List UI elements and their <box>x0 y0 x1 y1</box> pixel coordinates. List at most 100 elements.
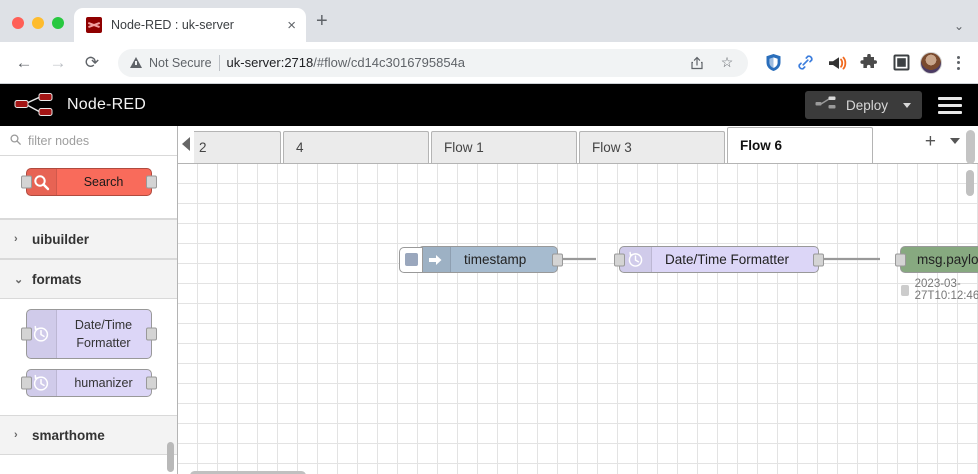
nodered-logo[interactable]: Node-RED <box>14 92 146 118</box>
wire-layer <box>530 257 880 261</box>
flow-node-label: msg.payload <box>917 252 978 267</box>
minimize-window-button[interactable] <box>32 17 44 29</box>
browser-toolbar: ← → ⟳ Not Secure uk-server:2718/#flow/cd… <box>0 42 978 84</box>
status-dot-icon <box>901 284 909 296</box>
palette-node-humanizer[interactable]: humanizer <box>20 369 157 398</box>
inject-trigger-button[interactable] <box>399 246 423 273</box>
flow-tab-4[interactable]: 4 <box>283 131 429 163</box>
filter-nodes-input[interactable]: filter nodes <box>0 126 177 156</box>
flow-tab-flow-6[interactable]: Flow 6 <box>727 127 873 163</box>
address-bar[interactable]: Not Secure uk-server:2718/#flow/cd14c301… <box>118 48 748 77</box>
canvas-horizontal-scrollbar[interactable] <box>190 471 306 474</box>
close-window-button[interactable] <box>12 17 24 29</box>
flow-tab-label: 2 <box>199 140 207 155</box>
flow-tab-label: 4 <box>296 140 304 155</box>
megaphone-icon[interactable] <box>824 50 850 76</box>
flow-canvas[interactable]: timestamp Date/Time Formatter msg.pa <box>178 164 978 474</box>
flow-node-label: Date/Time Formatter <box>665 252 790 267</box>
window-traffic-lights <box>8 17 74 42</box>
nodered-body: filter nodes Search › <box>0 126 978 474</box>
nodered-header: Node-RED Deploy <box>0 84 978 126</box>
nodered-brand-text: Node-RED <box>67 96 146 113</box>
flow-tab-flow-1[interactable]: Flow 1 <box>431 131 577 163</box>
puzzle-extensions-icon[interactable] <box>856 50 882 76</box>
url-text: uk-server:2718/#flow/cd14c3016795854a <box>227 55 466 70</box>
deploy-dropdown-button[interactable] <box>901 91 922 119</box>
not-secure-warning-icon <box>130 57 142 68</box>
tabs-scroll-left-button[interactable] <box>178 125 194 163</box>
palette-node-search[interactable]: Search <box>20 168 157 197</box>
node-red-favicon-icon <box>86 17 102 33</box>
palette-node-label: humanizer <box>74 376 133 391</box>
palette-node-datetime-formatter[interactable]: Date/Time Formatter <box>20 309 157 360</box>
palette-category-uibuilder[interactable]: › uibuilder <box>0 219 177 260</box>
output-port[interactable] <box>145 175 157 189</box>
back-button[interactable]: ← <box>15 52 33 72</box>
divider <box>218 54 220 71</box>
palette-category-label: uibuilder <box>32 231 89 247</box>
flow-list-menu-button[interactable] <box>950 138 960 144</box>
close-icon[interactable]: × <box>287 16 296 34</box>
flow-node-inject[interactable]: timestamp <box>399 246 563 273</box>
clock-rewind-icon <box>26 370 57 397</box>
deploy-button[interactable]: Deploy <box>804 91 922 119</box>
chevron-down-icon <box>903 102 911 108</box>
workspace-outer-scrollbar[interactable] <box>966 130 975 164</box>
input-port[interactable] <box>20 376 32 390</box>
arrow-left-icon <box>182 137 190 151</box>
profile-avatar[interactable] <box>920 51 942 74</box>
reload-button[interactable]: ⟳ <box>84 52 100 72</box>
flow-tab-2[interactable]: 2 <box>194 131 281 163</box>
browser-tab[interactable]: Node-RED : uk-server × <box>74 8 306 42</box>
output-port[interactable] <box>145 327 157 341</box>
input-port[interactable] <box>614 253 625 266</box>
forward-button[interactable]: → <box>49 52 67 72</box>
palette-category-smarthome[interactable]: › smarthome <box>0 415 177 456</box>
magnifier-icon <box>26 169 57 196</box>
palette-category-label: smarthome <box>32 427 105 443</box>
main-menu-button[interactable] <box>938 96 962 114</box>
output-port[interactable] <box>552 253 563 266</box>
palette-category-formats[interactable]: ⌄ formats <box>0 259 177 300</box>
flow-tab-flow-3[interactable]: Flow 3 <box>579 131 725 163</box>
palette-category-label: formats <box>32 271 82 287</box>
search-icon <box>10 133 21 148</box>
flow-tabs: 2 4 Flow 1 Flow 3 Flow 6 <box>194 125 913 163</box>
flow-node-debug[interactable]: msg.payload <box>895 246 978 273</box>
ublock-shield-icon[interactable] <box>760 50 786 76</box>
output-port[interactable] <box>145 376 157 390</box>
node-red-logo-icon <box>14 92 58 118</box>
clock-rewind-icon <box>620 247 652 272</box>
palette-scrollbar[interactable] <box>167 442 174 472</box>
browser-tab-title: Node-RED : uk-server <box>111 18 234 32</box>
link-icon[interactable] <box>792 50 818 76</box>
chevron-right-icon: › <box>14 233 18 246</box>
url-path: /#flow/cd14c3016795854a <box>313 55 466 70</box>
filter-placeholder: filter nodes <box>28 133 90 148</box>
input-port[interactable] <box>20 175 32 189</box>
workspace: 2 4 Flow 1 Flow 3 Flow 6 <box>178 126 978 474</box>
url-host: uk-server:2718 <box>226 55 314 70</box>
node-palette: filter nodes Search › <box>0 126 178 474</box>
chevron-down-icon[interactable]: ⌄ <box>953 19 964 33</box>
add-flow-button[interactable]: + <box>924 130 936 152</box>
deploy-node-icon <box>815 95 837 116</box>
input-port[interactable] <box>20 327 32 341</box>
output-port[interactable] <box>813 253 824 266</box>
input-port[interactable] <box>895 253 906 266</box>
flow-node-datetime-formatter[interactable]: Date/Time Formatter <box>614 246 824 273</box>
flow-node-label: timestamp <box>464 252 527 267</box>
chevron-down-icon: ⌄ <box>14 273 24 286</box>
deploy-label: Deploy <box>845 97 888 113</box>
square-window-icon[interactable] <box>888 50 914 76</box>
palette-node-label: Date/Time Formatter <box>74 318 133 351</box>
flow-tab-bar: 2 4 Flow 1 Flow 3 Flow 6 <box>178 126 978 164</box>
new-tab-button[interactable]: + <box>316 10 328 32</box>
share-icon[interactable] <box>684 50 710 76</box>
bookmark-star-icon[interactable]: ☆ <box>720 54 734 70</box>
flow-tab-label: Flow 6 <box>740 138 783 153</box>
canvas-vertical-scrollbar[interactable] <box>966 170 974 196</box>
flow-node-status: 2023-03-27T10:12:46.986Z <box>901 278 978 302</box>
browser-menu-button[interactable] <box>948 55 968 70</box>
maximize-window-button[interactable] <box>52 17 64 29</box>
